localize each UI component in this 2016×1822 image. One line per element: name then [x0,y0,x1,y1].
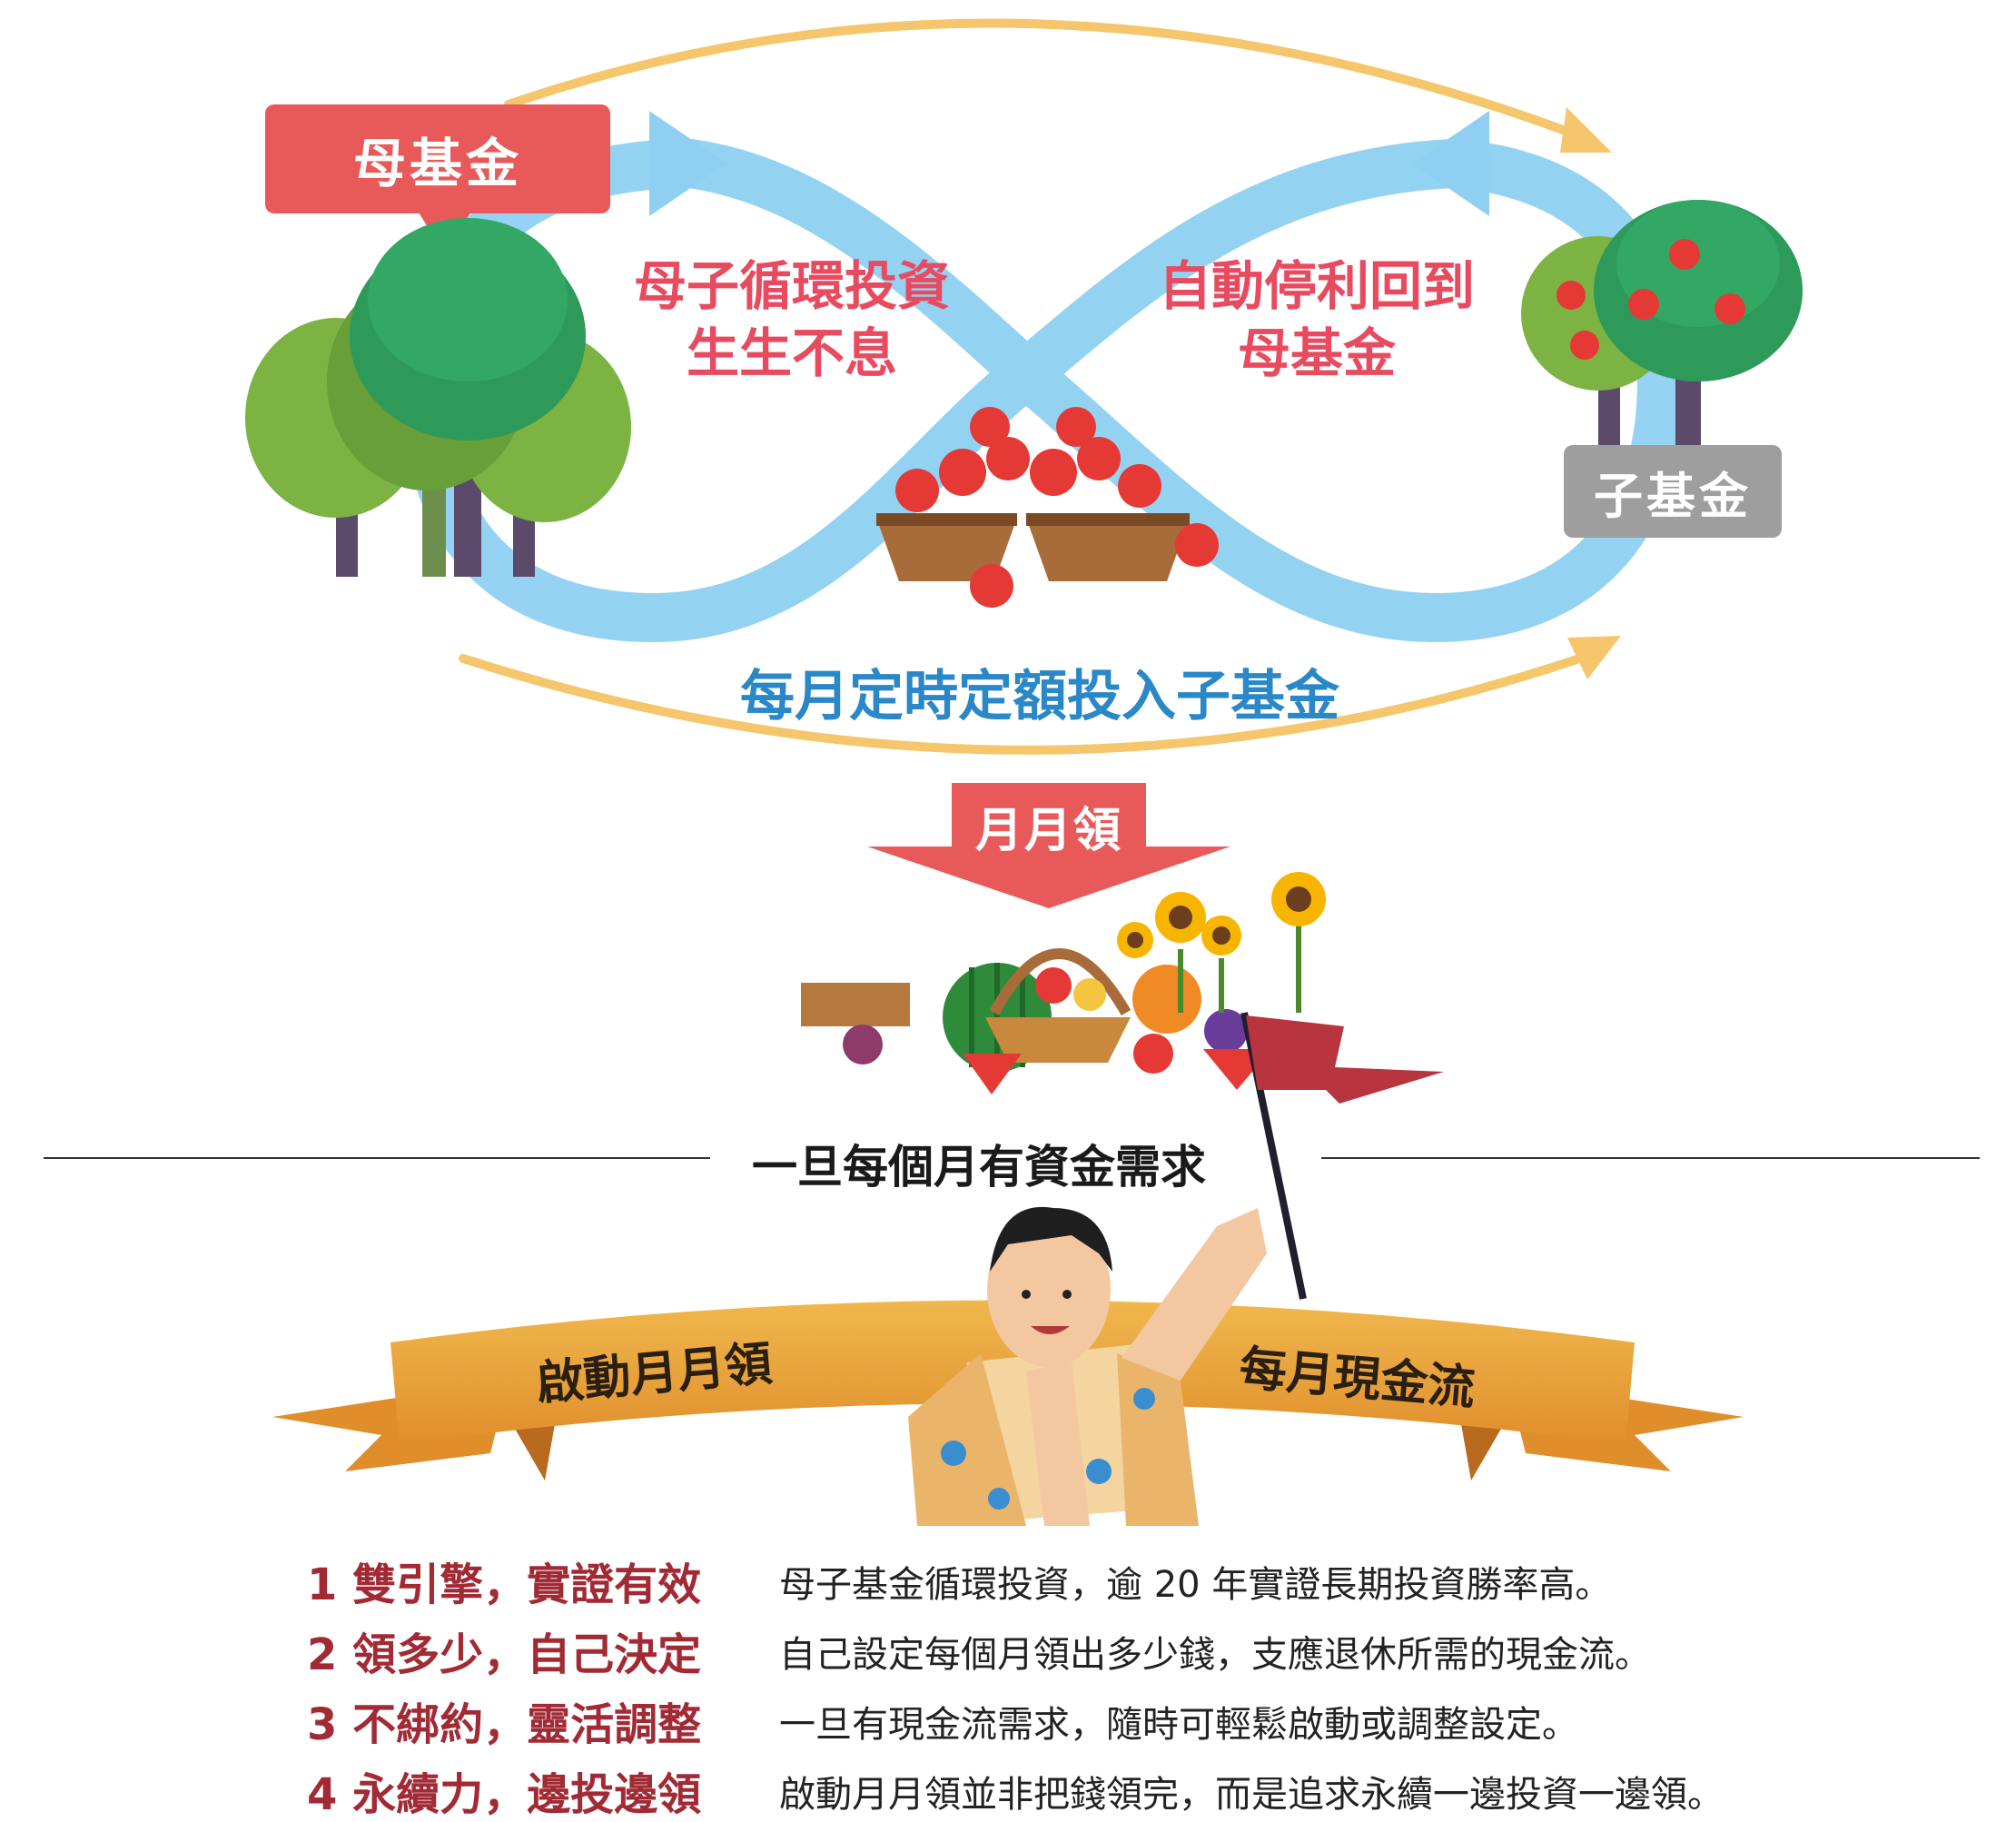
feature-desc-2: 自己設定每個月領出多少錢，支應退休所需的現金流。 [779,1634,1651,1676]
apple-tree-icon [1521,200,1803,445]
flag-icon [1240,1012,1444,1300]
feature-desc-3: 一旦有現金流需求，隨時可輕鬆啟動或調整設定。 [779,1704,1578,1746]
fruit-vegetable-icon [801,948,1271,1094]
loop-arrowhead-right [1412,111,1489,216]
feature-title-4: 4 永續力，邊投邊領 [307,1769,702,1820]
left-caption-line-1: 母子循環投資 [633,255,950,317]
feature-title-1: 1 雙引擎，實證有效 [307,1560,702,1610]
feature-title-3: 3 不綁約，靈活調整 [307,1699,702,1750]
right-caption: 自動停利回到 母基金 [1135,253,1498,387]
right-caption-line-1: 自動停利回到 [1158,255,1475,317]
right-caption-line-2: 母基金 [1237,322,1396,384]
tree-icon [245,218,631,577]
child-fund-label: 子基金 [1564,445,1782,538]
bottom-caption: 每月定時定額投入子基金 [740,665,1339,728]
monthly-arrow-label: 月月領 [974,804,1122,858]
left-caption: 母子循環投資 生生不息 [610,253,973,387]
monthly-arrow [867,783,1230,908]
mother-fund-label: 母基金 [265,104,610,213]
section-heading: 一旦每個月有資金需求 [752,1141,1206,1193]
apple-basket-icon [876,407,1219,608]
sunflower-icon [1117,872,1326,1013]
orbit-arc-top [504,18,1612,153]
loop-arrowhead-left [649,111,726,216]
left-caption-line-2: 生生不息 [686,322,897,384]
feature-desc-4: 啟動月月領並非把錢領完，而是追求永續一邊投資一邊領。 [779,1774,1724,1816]
feature-title-2: 2 領多少，自己決定 [307,1629,702,1680]
orbit-arc-bottom [459,636,1621,755]
man-icon [908,1206,1267,1526]
feature-desc-1: 母子基金循環投資，逾 20 年實證長期投資勝率高。 [779,1564,1612,1606]
